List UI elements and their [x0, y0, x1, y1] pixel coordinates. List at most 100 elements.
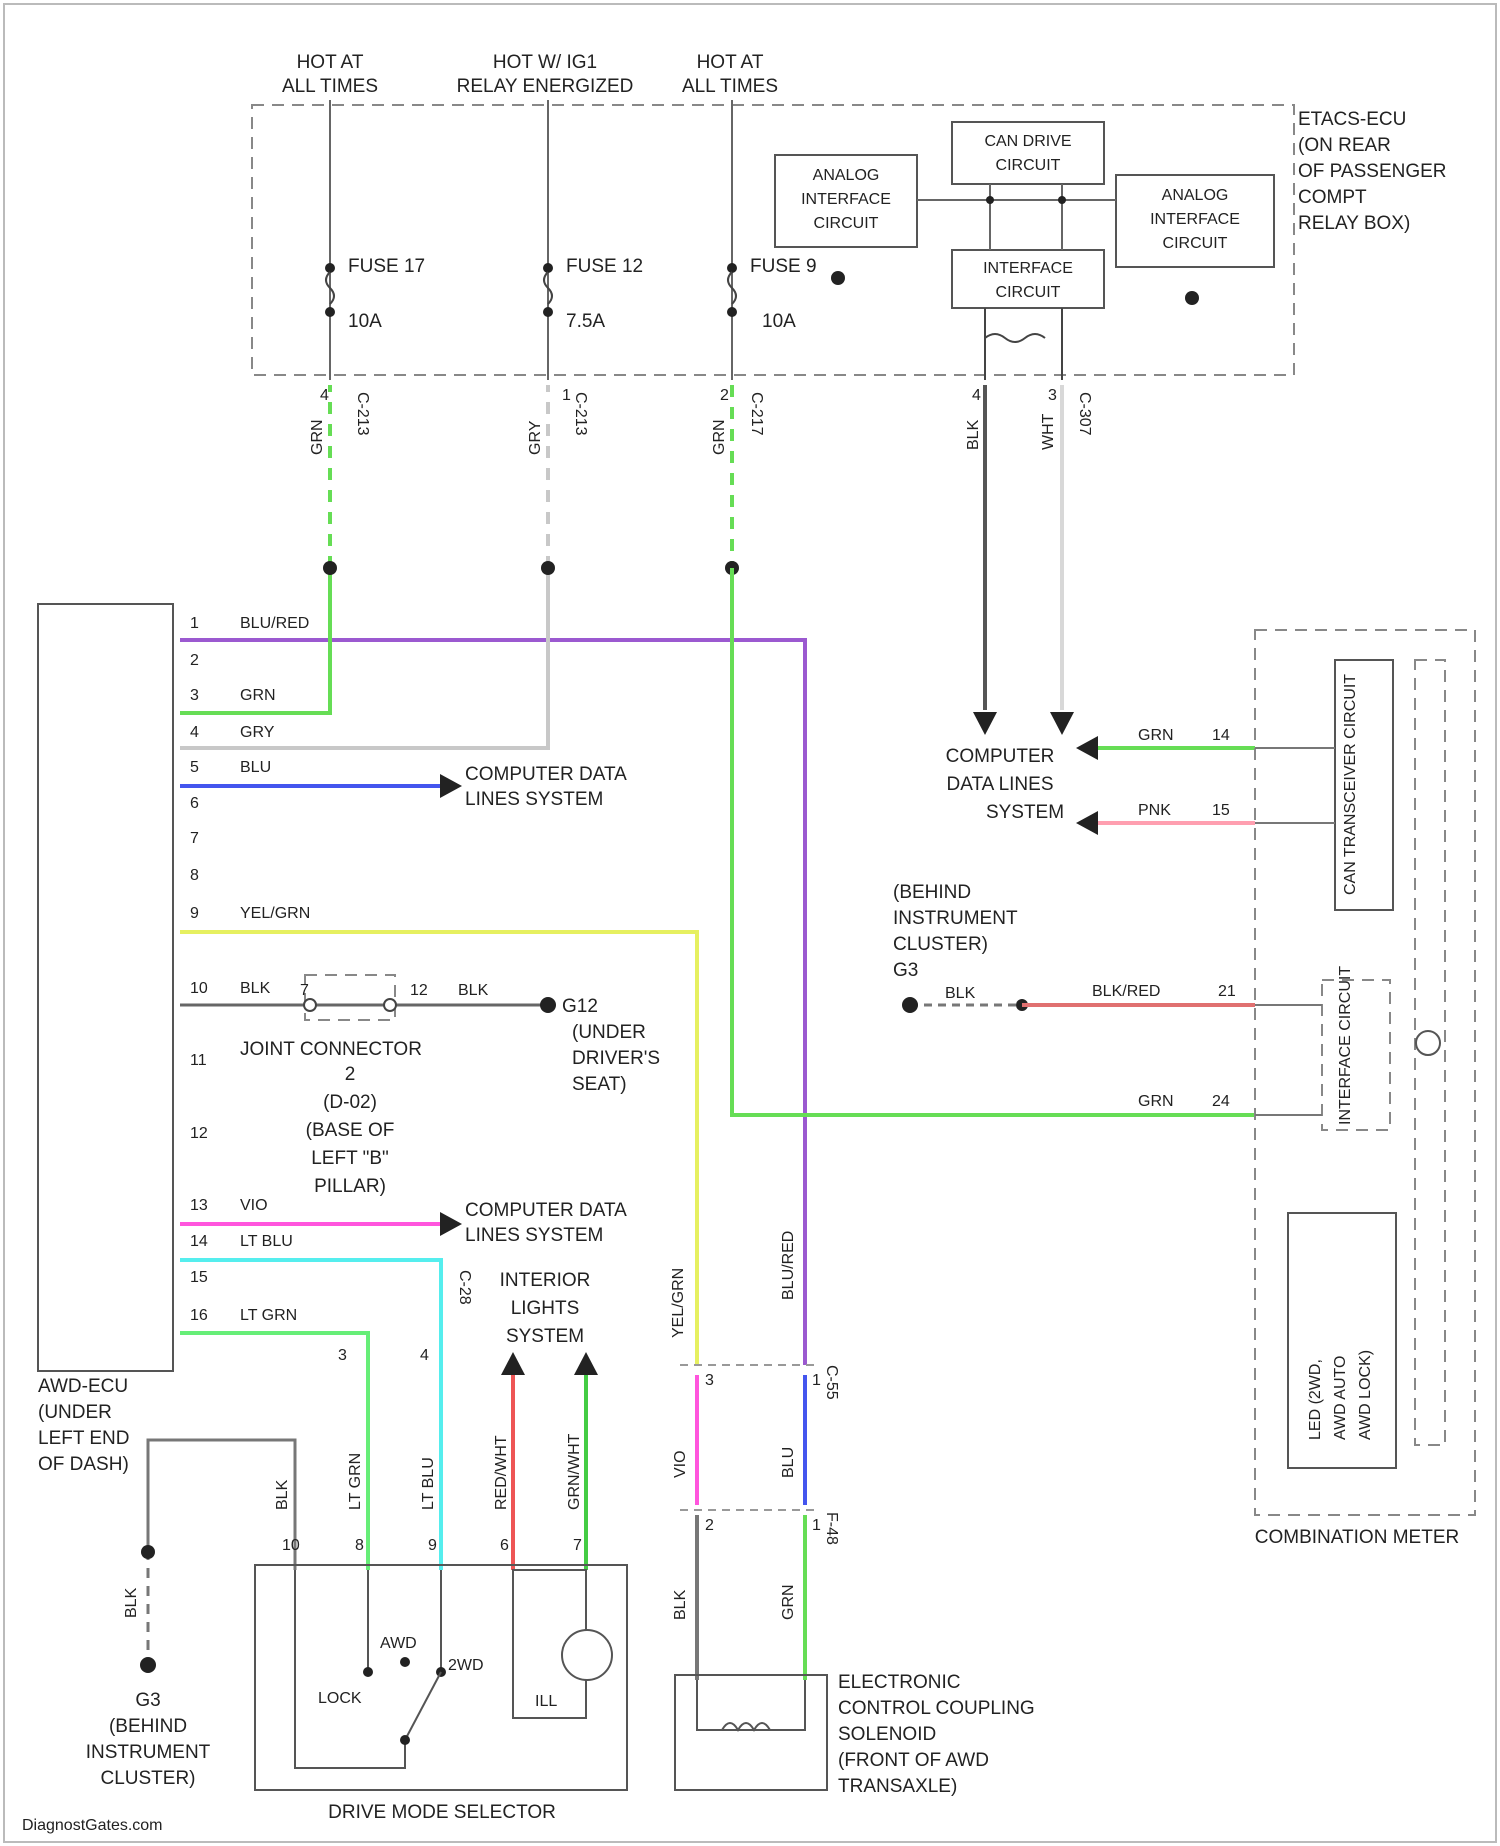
- svg-text:COMPUTER: COMPUTER: [946, 746, 1055, 767]
- svg-text:CAN DRIVE: CAN DRIVE: [984, 133, 1071, 150]
- svg-text:ANALOG: ANALOG: [813, 167, 880, 184]
- svg-text:(D-02): (D-02): [323, 1092, 377, 1113]
- svg-text:G12: G12: [562, 996, 598, 1017]
- coupling-label: ELECTRONIC CONTROL COUPLING SOLENOID (FR…: [838, 1672, 1035, 1797]
- svg-text:BLK: BLK: [123, 1587, 140, 1618]
- svg-text:(BEHIND: (BEHIND: [109, 1716, 187, 1737]
- svg-text:TRANSAXLE): TRANSAXLE): [838, 1776, 957, 1797]
- ground-g3-bottom: [140, 1657, 156, 1673]
- awd-ecu-box: [38, 604, 173, 1371]
- awd-pin-6: 6: [190, 795, 199, 812]
- fuse9-amp: 10A: [762, 311, 796, 332]
- svg-text:INTERFACE: INTERFACE: [801, 191, 891, 208]
- svg-text:LEFT END: LEFT END: [38, 1428, 130, 1449]
- awd-ecu-label: AWD-ECU (UNDER LEFT END OF DASH): [38, 1376, 130, 1475]
- svg-text:COMPUTER DATA: COMPUTER DATA: [465, 764, 627, 785]
- wires: [140, 385, 1255, 1680]
- selector-internal: AWD LOCK 2WD ILL: [295, 1570, 612, 1768]
- svg-text:GRN: GRN: [780, 1584, 797, 1620]
- svg-text:PILLAR): PILLAR): [314, 1176, 386, 1197]
- svg-text:INSTRUMENT: INSTRUMENT: [86, 1742, 211, 1763]
- awd-pin-4: 4: [190, 724, 199, 741]
- etacs-label-3: OF PASSENGER: [1298, 161, 1447, 182]
- selector-pins: 10 8 9 6 7 BLK LT GRN LT BLU RED/WHT GRN…: [274, 1433, 583, 1554]
- svg-text:ELECTRONIC: ELECTRONIC: [838, 1672, 960, 1693]
- svg-text:G3: G3: [135, 1690, 160, 1711]
- hot2-line2: RELAY ENERGIZED: [457, 76, 634, 97]
- svg-text:4: 4: [972, 387, 981, 404]
- awd-pin-9: 9: [190, 905, 199, 922]
- wire-gry-pin4: [180, 568, 548, 748]
- awd-pin-wire-4: GRY: [240, 724, 275, 741]
- mode-2wd-label: 2WD: [448, 1657, 484, 1674]
- svg-text:2: 2: [720, 387, 729, 404]
- svg-text:1: 1: [812, 1517, 821, 1534]
- awd-pin-7: 7: [190, 830, 199, 847]
- svg-text:G3: G3: [893, 960, 918, 981]
- hot3-line2: ALL TIMES: [682, 76, 778, 97]
- meter-pin-labels: GRN 14 PNK 15 BLK/RED 21 GRN 24: [1092, 727, 1236, 1110]
- wire-lt-blu: [180, 1260, 441, 1570]
- awd-pin-1: 1: [190, 615, 199, 632]
- svg-text:CLUSTER): CLUSTER): [893, 934, 988, 955]
- svg-text:LINES SYSTEM: LINES SYSTEM: [465, 1225, 603, 1246]
- fuse-17: FUSE 17 10A: [325, 256, 425, 332]
- hot2-line1: HOT W/ IG1: [493, 52, 597, 73]
- svg-text:SOLENOID: SOLENOID: [838, 1724, 936, 1745]
- hot1-line1: HOT AT: [297, 52, 364, 73]
- interface-circuit-etacs: INTERFACE CIRCUIT: [952, 250, 1104, 308]
- svg-text:GRN: GRN: [711, 419, 728, 455]
- mode-awd-label: AWD: [380, 1635, 417, 1652]
- svg-text:DATA LINES: DATA LINES: [947, 774, 1054, 795]
- svg-text:14: 14: [1212, 727, 1230, 744]
- combination-meter-label: COMBINATION METER: [1255, 1527, 1459, 1548]
- diagram-border: [4, 4, 1496, 1842]
- awd-pin-10: 10: [190, 980, 208, 997]
- svg-text:AWD-ECU: AWD-ECU: [38, 1376, 128, 1397]
- svg-text:(UNDER: (UNDER: [572, 1022, 646, 1043]
- svg-text:RED/WHT: RED/WHT: [493, 1435, 510, 1510]
- awd-pin-15: 15: [190, 1269, 208, 1286]
- fuse12-amp: 7.5A: [566, 311, 605, 332]
- awd-pin-wire-9: YEL/GRN: [240, 905, 310, 922]
- svg-text:(UNDER: (UNDER: [38, 1402, 112, 1423]
- svg-text:INSTRUMENT: INSTRUMENT: [893, 908, 1018, 929]
- analog-interface-1: ANALOG INTERFACE CIRCUIT: [775, 155, 917, 247]
- svg-text:INTERIOR: INTERIOR: [500, 1270, 591, 1291]
- svg-text:GRN: GRN: [309, 419, 326, 455]
- fuse9-label: FUSE 9: [750, 256, 817, 277]
- svg-text:DRIVER'S: DRIVER'S: [572, 1048, 660, 1069]
- svg-text:LIGHTS: LIGHTS: [511, 1298, 580, 1319]
- awd-pin-14: 14: [190, 1233, 208, 1250]
- arrow-cdl2: [440, 1212, 462, 1236]
- svg-text:C-217: C-217: [748, 392, 765, 436]
- svg-text:PNK: PNK: [1138, 802, 1171, 819]
- svg-text:4: 4: [320, 387, 329, 404]
- etacs-label-4: COMPT: [1298, 187, 1367, 208]
- svg-text:INTERFACE: INTERFACE: [1150, 211, 1240, 228]
- svg-text:3: 3: [338, 1347, 347, 1364]
- svg-text:24: 24: [1212, 1093, 1230, 1110]
- svg-text:SYSTEM: SYSTEM: [986, 802, 1064, 823]
- svg-text:GRN/WHT: GRN/WHT: [566, 1433, 583, 1510]
- svg-text:LEFT "B": LEFT "B": [311, 1148, 389, 1169]
- svg-text:C-213: C-213: [354, 392, 371, 436]
- svg-text:3: 3: [1048, 387, 1057, 404]
- svg-text:YEL/GRN: YEL/GRN: [670, 1268, 687, 1338]
- svg-text:1: 1: [812, 1372, 821, 1389]
- svg-text:CIRCUIT: CIRCUIT: [996, 284, 1061, 301]
- svg-text:BLK/RED: BLK/RED: [1092, 983, 1160, 1000]
- svg-text:BLK: BLK: [458, 982, 489, 999]
- svg-text:(BASE OF: (BASE OF: [306, 1120, 395, 1141]
- svg-text:GRN: GRN: [1138, 727, 1174, 744]
- ground-g3-top: [902, 997, 918, 1013]
- awd-pin-13: 13: [190, 1197, 208, 1214]
- svg-text:CONTROL COUPLING: CONTROL COUPLING: [838, 1698, 1035, 1719]
- svg-text:JOINT CONNECTOR: JOINT CONNECTOR: [240, 1039, 422, 1060]
- meter-internal: CAN TRANSCEIVER CIRCUIT INTERFACE CIRCUI…: [1255, 660, 1445, 1468]
- fuse17-label: FUSE 17: [348, 256, 425, 277]
- hot1-line2: ALL TIMES: [282, 76, 378, 97]
- arrow-cdl1: [440, 774, 462, 798]
- awd-pin-wire-14: LT BLU: [240, 1233, 293, 1250]
- awd-pin-5: 5: [190, 759, 199, 776]
